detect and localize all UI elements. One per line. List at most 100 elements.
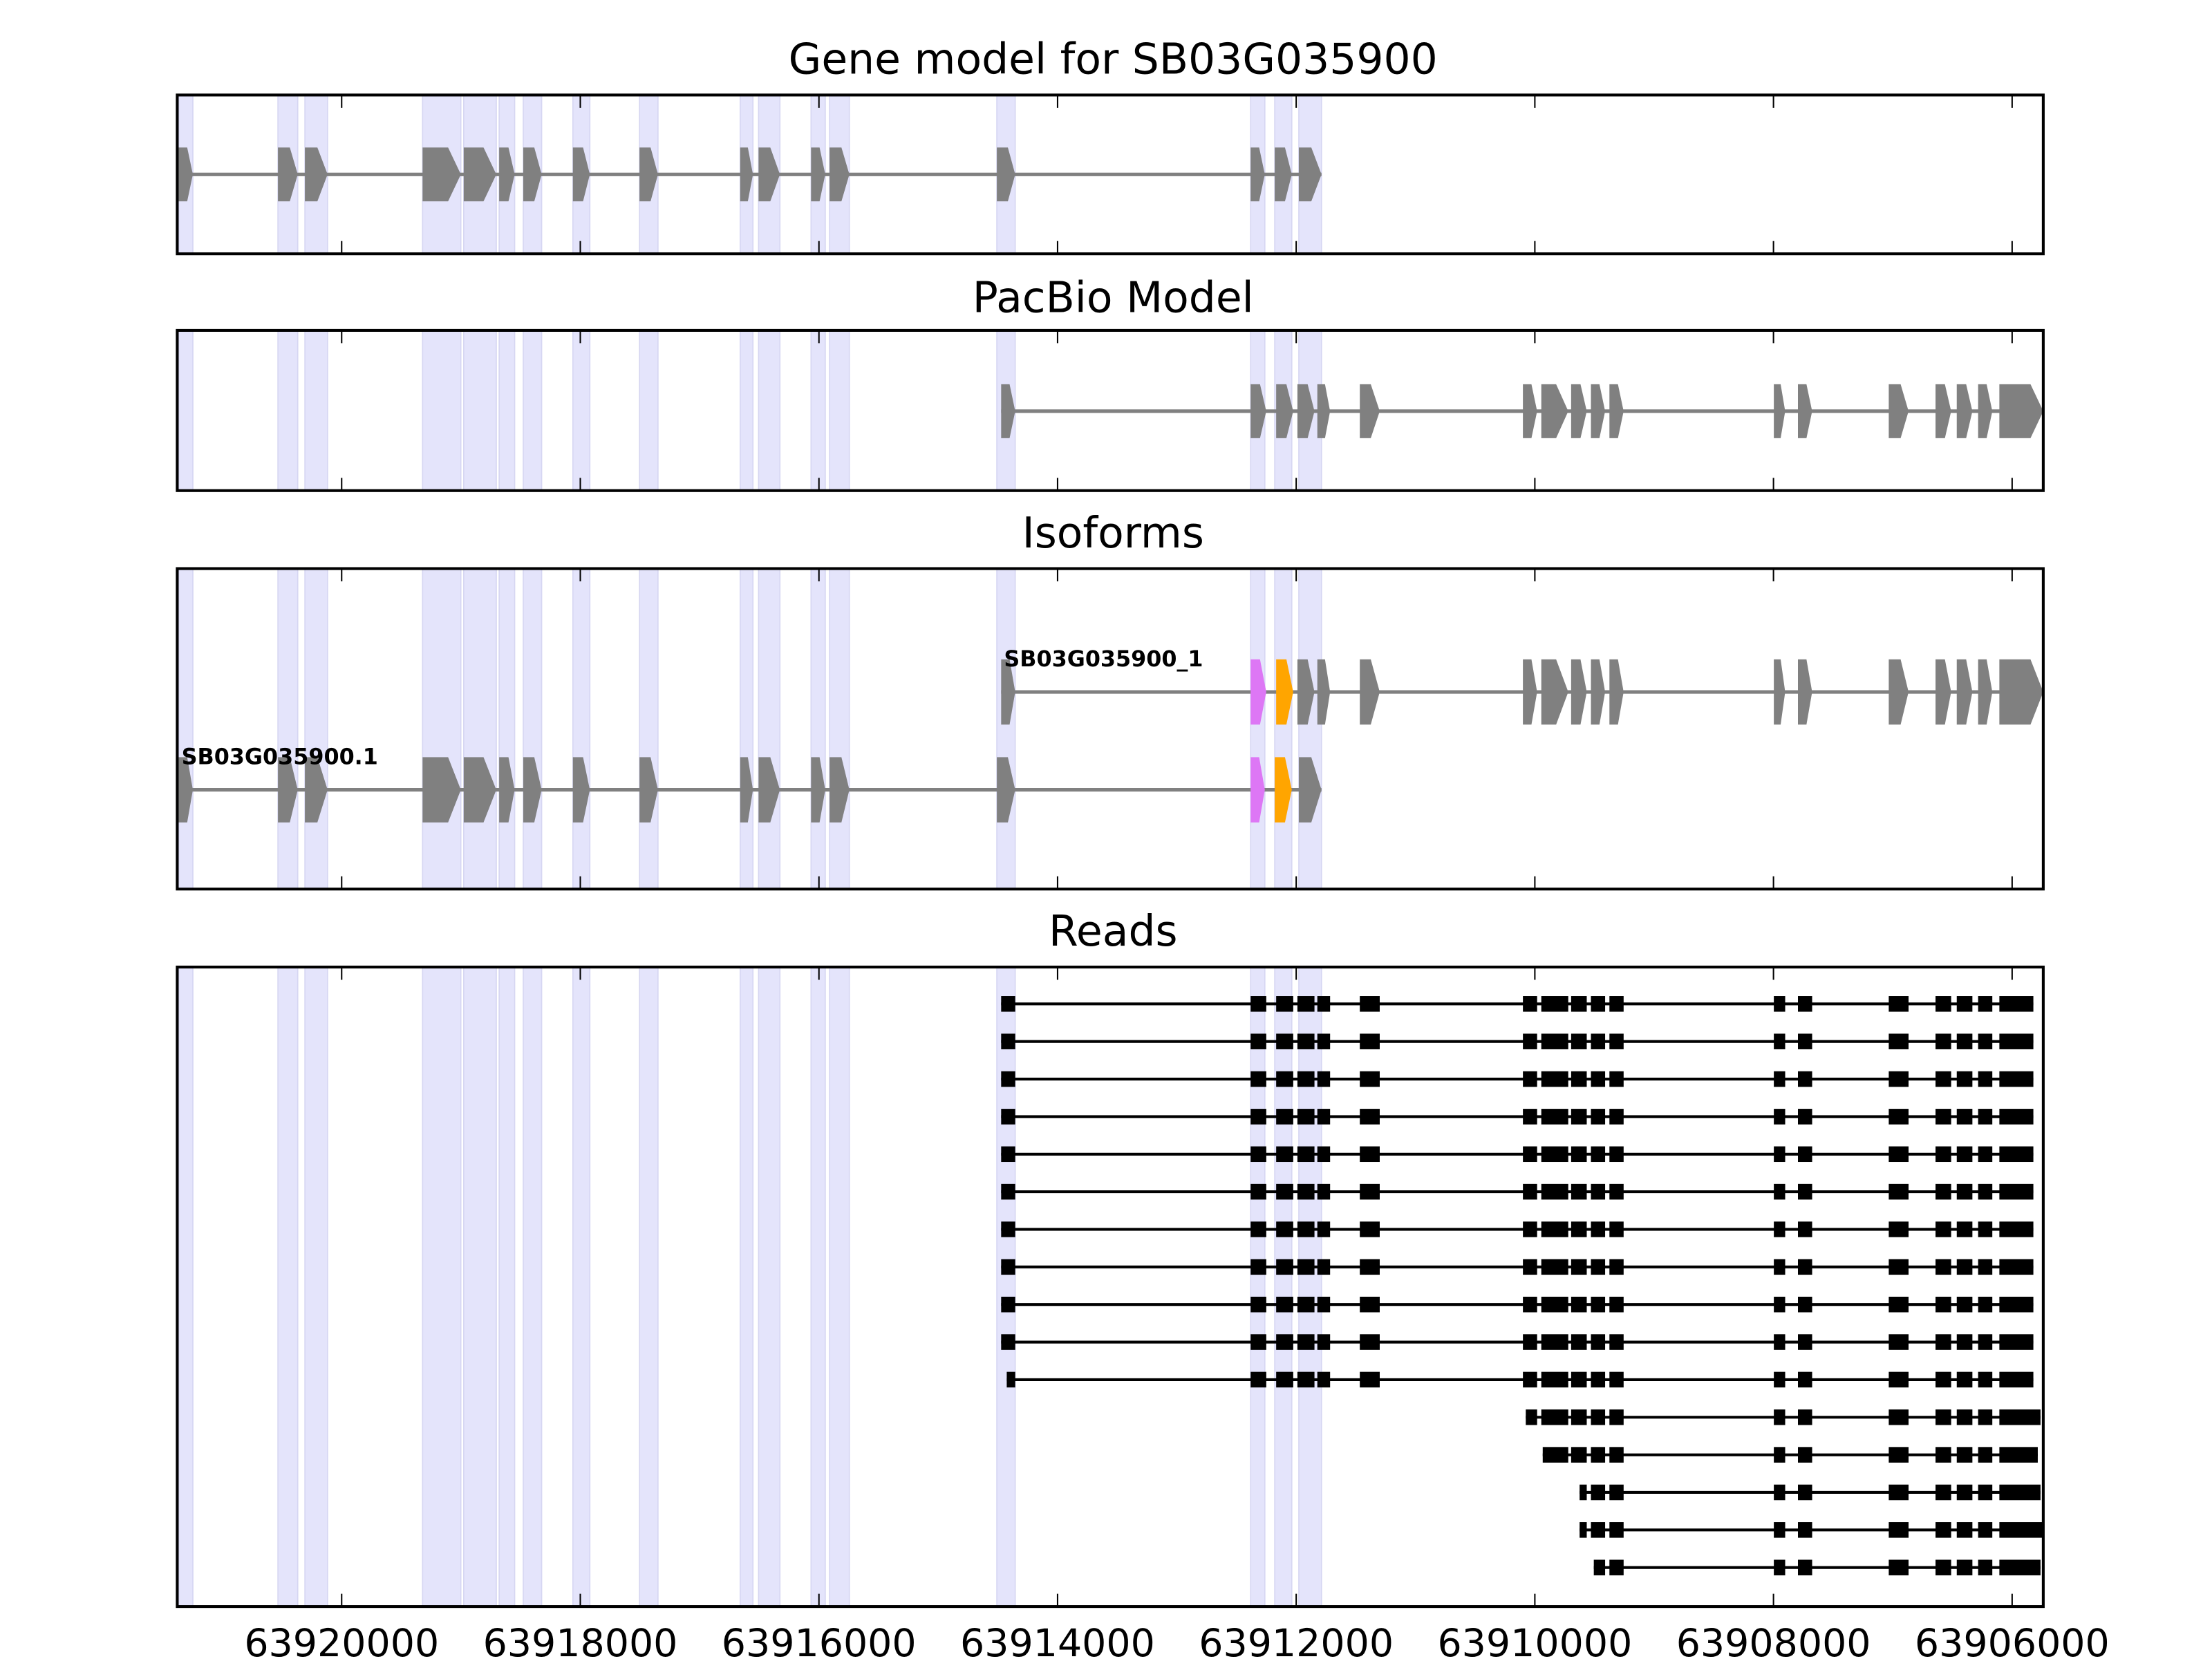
exon-shade-region — [178, 330, 194, 491]
isoform-exon — [997, 757, 1015, 823]
read-block — [1609, 1109, 1624, 1125]
read-block — [1317, 1371, 1331, 1388]
pacbio-model-exon — [1978, 384, 1993, 438]
read-block — [1936, 1221, 1951, 1237]
read-block — [1541, 1033, 1568, 1049]
read-block — [1609, 1334, 1624, 1350]
read-block — [1593, 1559, 1606, 1575]
read-block — [1936, 996, 1951, 1012]
gene-model-exon — [740, 147, 753, 202]
exon-shade-region — [178, 568, 194, 890]
read-block — [1360, 1221, 1380, 1237]
read-block — [1999, 1484, 2041, 1501]
gene-model-exon — [572, 147, 590, 202]
pacbio-model-exon — [1936, 384, 1951, 438]
read-block — [1360, 1183, 1380, 1200]
gene-model-exon — [305, 147, 328, 202]
panel-title-isoforms: Isoforms — [1022, 508, 1204, 558]
read-block — [1978, 996, 1993, 1012]
read-block — [1609, 1559, 1624, 1575]
read-block — [1541, 1409, 1568, 1425]
read-block — [1978, 1033, 1993, 1049]
exon-shade-region — [829, 966, 850, 1607]
read-block — [1888, 1109, 1909, 1125]
read-block — [1774, 1447, 1785, 1463]
read-block — [1591, 1334, 1606, 1350]
read-block — [1571, 1334, 1587, 1350]
read-block — [1591, 1296, 1606, 1313]
read-block — [1001, 996, 1015, 1012]
read-block — [1936, 1033, 1951, 1049]
read-block — [1978, 1221, 1993, 1237]
read-block — [1609, 1409, 1624, 1425]
pacbio-model-exon — [1774, 384, 1785, 438]
read-block — [1250, 1146, 1266, 1163]
exon-shade-region — [304, 330, 328, 491]
gene-model-exon — [1250, 147, 1265, 202]
read-block — [1798, 1221, 1812, 1237]
read-block — [1956, 1484, 1973, 1501]
read-block — [1523, 1146, 1537, 1163]
read-block — [1297, 1033, 1315, 1049]
exon-shade-region — [422, 966, 462, 1607]
read-block — [1317, 1146, 1331, 1163]
isoform-exon — [1317, 659, 1331, 725]
pacbio-model-exon — [1888, 384, 1909, 438]
isoform-exon — [305, 757, 328, 823]
read-block — [1978, 1071, 1993, 1087]
read-block — [1609, 1296, 1624, 1313]
read-block — [1999, 1296, 2034, 1313]
pacbio-model-exon — [1591, 384, 1606, 438]
read-block — [1360, 1371, 1380, 1388]
pacbio-model-exon — [1999, 384, 2043, 438]
read-block — [1001, 1033, 1015, 1049]
pacbio-model-exon — [1609, 384, 1624, 438]
read-block — [1360, 1109, 1380, 1125]
panel-frame — [176, 93, 2045, 256]
isoform-exon — [499, 757, 515, 823]
read-block — [1591, 1522, 1606, 1538]
isoform-exon — [1999, 659, 2043, 725]
read-block — [1774, 1109, 1785, 1125]
exon-shade-region — [572, 330, 591, 491]
exon-shade-region — [1274, 966, 1293, 1607]
read-block — [1541, 1071, 1568, 1087]
gene-model-exon — [278, 147, 298, 202]
read-block — [1774, 1183, 1785, 1200]
gene-model-exon — [523, 147, 542, 202]
exon-shade-region — [1274, 568, 1293, 890]
read-block — [1888, 1259, 1909, 1275]
read-block — [1317, 1259, 1331, 1275]
read-block — [1956, 996, 1973, 1012]
read-block — [1250, 1033, 1266, 1049]
exon-shade-region — [463, 568, 497, 890]
isoform-exon — [463, 757, 496, 823]
isoform-exon — [1250, 757, 1265, 823]
read-block — [1591, 1033, 1606, 1049]
read-block — [1609, 1183, 1624, 1200]
read-block — [1936, 1559, 1951, 1575]
read-block — [1591, 1183, 1606, 1200]
read-block — [1317, 1109, 1331, 1125]
read-block — [1798, 1559, 1812, 1575]
isoform-exon — [1298, 757, 1322, 823]
read-block — [1001, 1146, 1015, 1163]
read-block — [1888, 1071, 1909, 1087]
read-block — [1978, 1259, 1993, 1275]
read-block — [1888, 1221, 1909, 1237]
read-block — [1297, 1183, 1315, 1200]
exon-shade-region — [758, 568, 781, 890]
read-block — [1978, 1522, 1993, 1538]
read-block — [1936, 1296, 1951, 1313]
read-block — [1001, 1183, 1015, 1200]
read-block — [1956, 1259, 1973, 1275]
read-block — [1523, 1183, 1537, 1200]
exon-shade-region — [498, 568, 516, 890]
read-block — [1276, 1221, 1293, 1237]
gene-model-exon — [639, 147, 658, 202]
read-block — [1936, 1334, 1951, 1350]
read-block — [1956, 1071, 1973, 1087]
panel-frame — [176, 567, 2045, 891]
x-tick-label: 63918000 — [483, 1622, 678, 1659]
read-block — [1250, 1221, 1266, 1237]
